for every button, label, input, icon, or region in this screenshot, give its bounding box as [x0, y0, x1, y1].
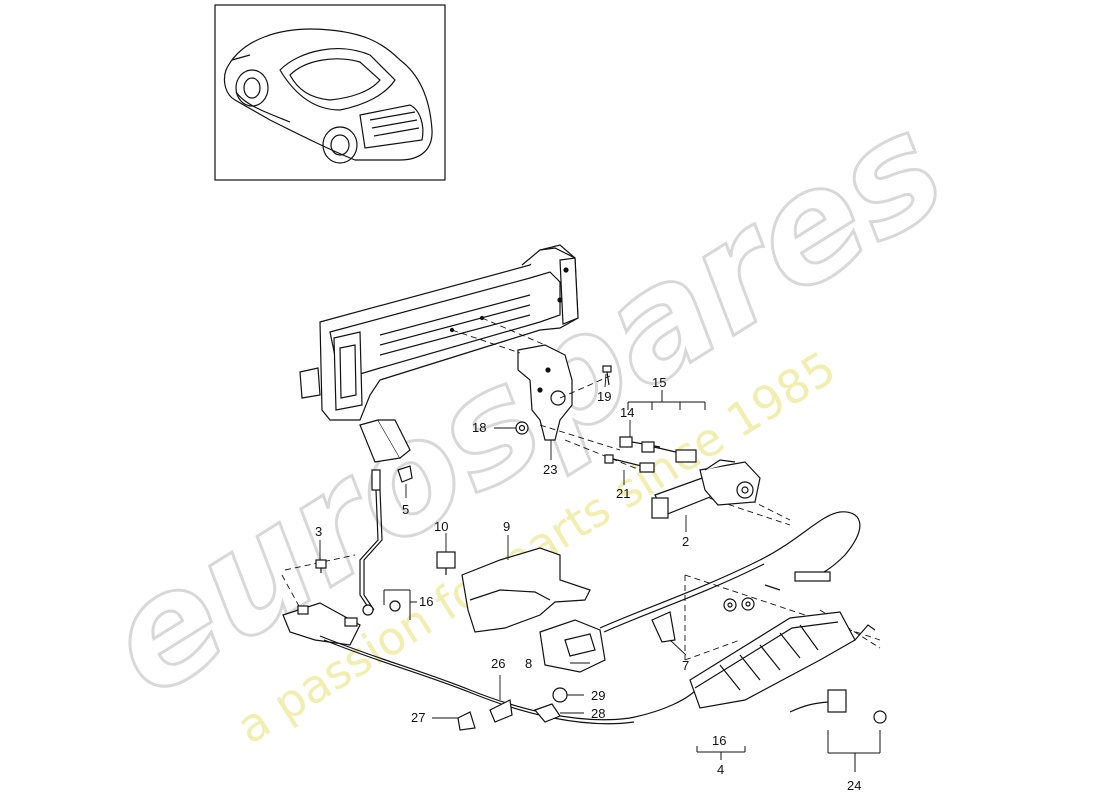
cables	[319, 511, 861, 725]
label-21: 21	[616, 486, 630, 501]
label-8: 8	[525, 656, 532, 671]
label-28: 28	[591, 706, 605, 721]
label-9: 9	[503, 519, 510, 534]
label-18: 18	[472, 420, 486, 435]
motor-2	[651, 459, 761, 519]
label-5: 5	[402, 502, 409, 517]
sensor-24	[789, 689, 887, 724]
inset-box	[214, 4, 446, 181]
label-10: 10	[434, 519, 448, 534]
bracket-8	[539, 619, 606, 673]
seat-frame	[299, 244, 579, 463]
part-labels: 2 3 4 5 7 8 9 10 14 15 16 16 18 19 21 23…	[315, 375, 861, 793]
label-16-right: 16	[712, 733, 726, 748]
label-26: 26	[491, 656, 505, 671]
nuts	[723, 597, 755, 612]
drive-unit-4	[689, 611, 876, 709]
label-15: 15	[652, 375, 666, 390]
watermark: eurospares a passion for parts since 198…	[75, 79, 975, 754]
label-14: 14	[620, 405, 634, 420]
label-16-left: 16	[419, 594, 433, 609]
label-4: 4	[717, 762, 724, 777]
clips-26-29	[457, 687, 568, 731]
left-bracket	[282, 602, 361, 646]
convertible-car-icon	[223, 28, 433, 164]
label-2: 2	[682, 534, 689, 549]
label-29: 29	[591, 688, 605, 703]
cover-9	[461, 547, 591, 633]
label-27: 27	[411, 710, 425, 725]
screws-14-21	[604, 436, 697, 473]
label-24: 24	[847, 778, 861, 793]
label-leaders	[319, 373, 687, 719]
label-19: 19	[597, 389, 611, 404]
label-23: 23	[543, 462, 557, 477]
group-brackets	[383, 390, 881, 772]
linkage-rod	[359, 469, 401, 616]
label-3: 3	[315, 524, 322, 539]
bracket-23	[517, 344, 573, 441]
label-7: 7	[682, 658, 689, 673]
clip-7	[651, 611, 676, 643]
